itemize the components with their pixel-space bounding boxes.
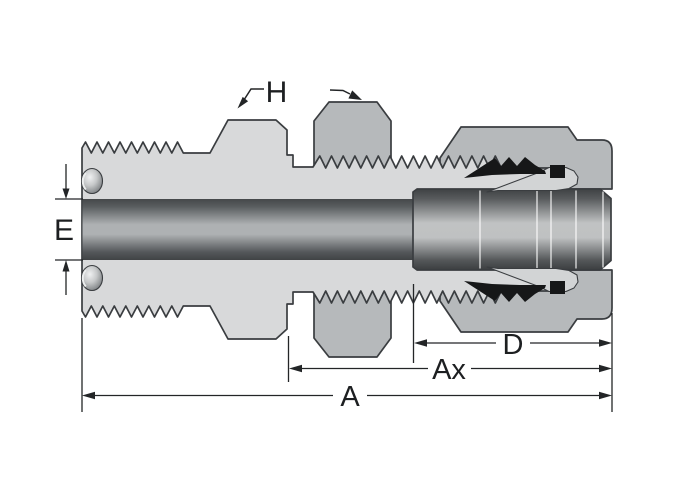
label-ax: Ax — [432, 354, 466, 386]
leader-arrow-icon — [348, 90, 362, 100]
dimension-h: H — [237, 76, 288, 109]
label-a: A — [340, 381, 360, 413]
label-e: E — [54, 214, 74, 247]
o-ring-top — [80, 167, 104, 195]
locknut-leader — [329, 89, 362, 100]
dimension-ax: Ax — [289, 354, 612, 386]
tube — [412, 188, 612, 271]
thread-engagement-black-bottom — [464, 281, 546, 302]
label-h: H — [266, 76, 288, 109]
bore — [82, 199, 413, 260]
back-ferrule-top — [550, 165, 565, 178]
arrow-up-icon — [62, 260, 70, 272]
dimension-d: D — [414, 329, 612, 361]
leader-arrow-icon — [237, 96, 249, 109]
dimension-e: E — [54, 164, 83, 295]
label-d: D — [503, 329, 524, 361]
arrow-down-icon — [62, 188, 70, 199]
dimension-a: A — [82, 381, 612, 413]
thread-engagement-black-top — [464, 157, 546, 178]
tube-highlight-lines — [479, 190, 604, 269]
back-ferrule-bottom — [550, 281, 565, 294]
o-ring-bottom — [80, 264, 104, 292]
